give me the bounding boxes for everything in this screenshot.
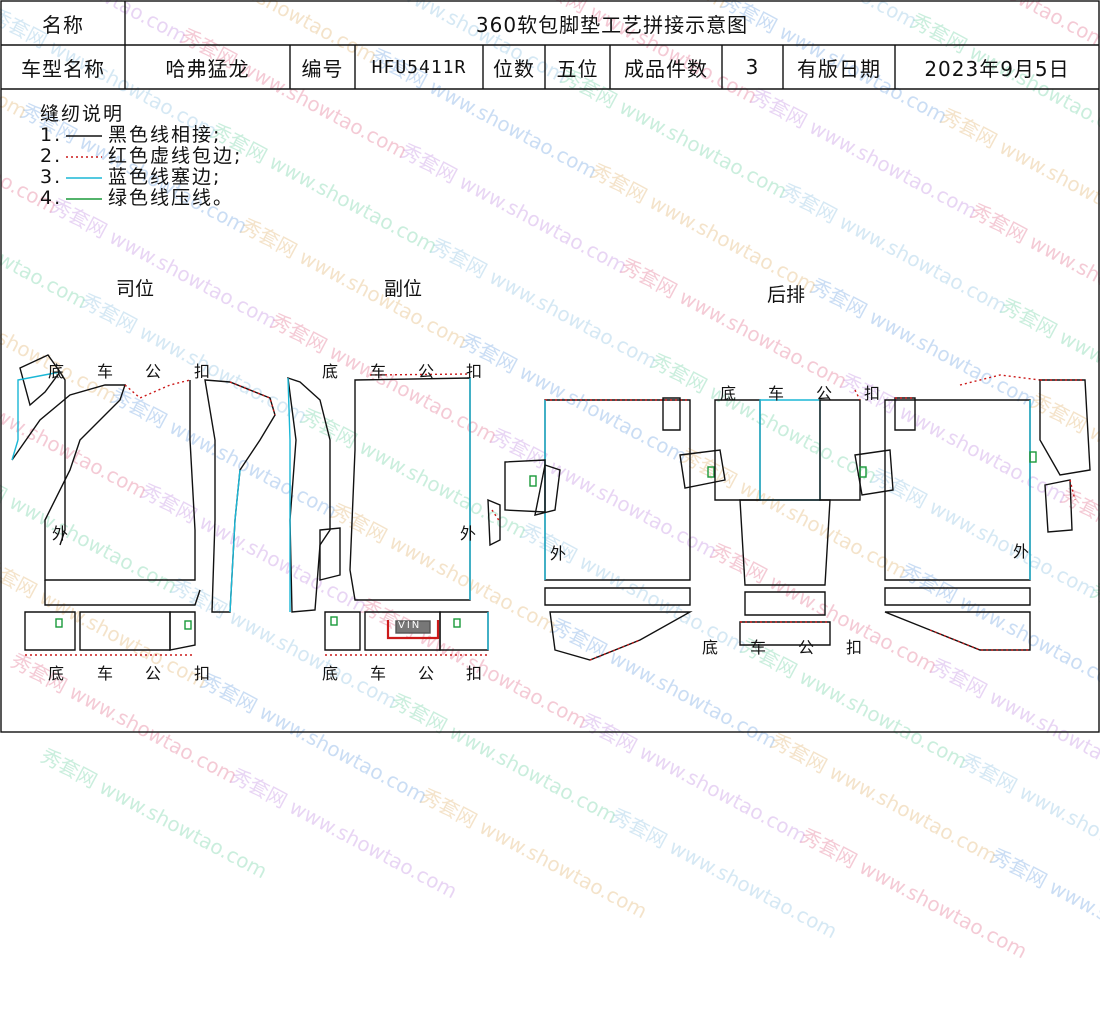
marker-buckle: 扣 (846, 638, 863, 657)
notes-heading: 缝纫说明 (40, 103, 125, 125)
note-4-text: 绿色线压线。 (108, 187, 235, 209)
marker-buckle: 扣 (864, 384, 881, 403)
marker-buckle: 扣 (194, 664, 211, 683)
watermark-text: 秀套网 www.showtao.com (226, 763, 462, 904)
note-3-num: 3. (40, 166, 63, 188)
marker-buckle: 扣 (466, 362, 483, 381)
marker-bottom: 底 (48, 362, 65, 381)
pattern-drawing (0, 0, 1100, 733)
marker-male: 公 (145, 362, 162, 381)
marker-outer: 外 (52, 524, 69, 543)
watermark-text: 秀套网 www.showtao.com (606, 803, 842, 944)
note-3-text: 蓝色线塞边; (108, 166, 222, 188)
passenger-pieces (287, 373, 501, 656)
marker-car: 车 (768, 384, 785, 403)
watermark-text: 秀套网 www.showtao.com (956, 748, 1100, 889)
watermark-text: 秀套网 www.showtao.com (986, 843, 1100, 984)
marker-car: 车 (97, 664, 114, 683)
note-1-num: 1. (40, 124, 63, 146)
marker-buckle: 扣 (466, 664, 483, 683)
model-value: 哈弗猛龙 (165, 56, 250, 81)
marker-male: 公 (418, 362, 435, 381)
seat-label: 位数 (493, 56, 535, 81)
date-label: 有版日期 (797, 56, 881, 81)
marker-male: 公 (418, 664, 435, 683)
marker-male: 公 (816, 384, 833, 403)
sheet-border (0, 0, 1100, 733)
marker-male: 公 (798, 638, 815, 657)
watermark-text: 秀套网 www.showtao.com (36, 743, 272, 884)
marker-buckle: 扣 (194, 362, 211, 381)
vin-plate: VIN (398, 620, 422, 631)
marker-male: 公 (145, 664, 162, 683)
marker-bottom: 底 (48, 664, 65, 683)
pieces-value: 3 (745, 55, 760, 79)
section-passenger: 副位 (384, 278, 423, 300)
date-value: 2023年9月5日 (924, 56, 1070, 81)
marker-outer: 外 (1013, 542, 1030, 561)
model-label: 车型名称 (21, 56, 105, 81)
marker-outer: 外 (550, 544, 567, 563)
pieces-label: 成品件数 (624, 56, 708, 81)
marker-car: 车 (370, 664, 387, 683)
watermark-text: 秀套网 www.showtao.com (766, 728, 1002, 869)
driver-pieces (11, 354, 276, 656)
section-rear: 后排 (767, 284, 806, 306)
note-2-num: 2. (40, 145, 63, 167)
marker-bottom: 底 (720, 384, 737, 403)
code-label: 编号 (301, 56, 344, 81)
seat-value: 五位 (556, 56, 599, 81)
note-2-text: 红色虚线包边; (108, 145, 243, 167)
marker-car: 车 (370, 362, 387, 381)
code-value: HFU5411R (371, 56, 467, 78)
name-label: 名称 (42, 12, 84, 37)
watermark-text: 秀套网 www.showtao.com (796, 823, 1032, 964)
marker-bottom: 底 (702, 638, 719, 657)
sheet-title: 360软包脚垫工艺拼接示意图 (475, 12, 749, 37)
rear-pieces (504, 374, 1091, 661)
section-driver: 司位 (116, 278, 155, 300)
marker-bottom: 底 (322, 362, 339, 381)
note-1-text: 黑色线相接; (108, 124, 222, 146)
marker-bottom: 底 (322, 664, 339, 683)
marker-car: 车 (97, 362, 114, 381)
note-4-num: 4. (40, 187, 63, 209)
watermark-text: 秀套网 www.showtao.com (416, 783, 652, 924)
marker-car: 车 (750, 638, 767, 657)
marker-outer: 外 (460, 524, 477, 543)
